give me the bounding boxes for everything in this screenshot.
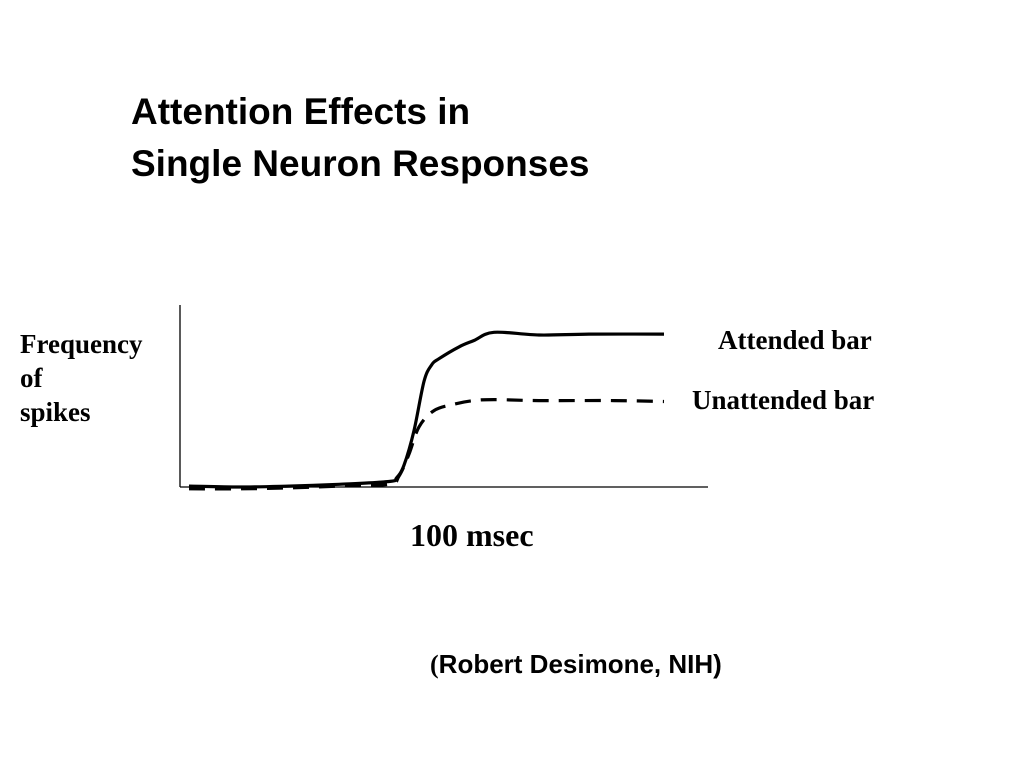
slide-title: Attention Effects in Single Neuron Respo… [131, 86, 590, 190]
slide-title-line-1: Attention Effects in [131, 91, 471, 132]
source-credit: (Robert Desimone, NIH) [430, 646, 722, 683]
x-axis-label: 100 msec [410, 517, 534, 553]
y-axis-label: Frequency of spikes [20, 327, 143, 429]
y-axis-label-line-1: Frequency [20, 329, 143, 359]
series-label-attended: Attended bar [718, 325, 872, 355]
slide-title-line-2: Single Neuron Responses [131, 143, 590, 184]
source-credit-name: Robert Desimone, NIH) [438, 649, 722, 679]
series-line-attended [188, 330, 665, 489]
series-label-unattended: Unattended bar [692, 385, 875, 415]
source-credit-open-paren: ( [430, 650, 439, 679]
y-axis-label-line-3: spikes [20, 397, 91, 427]
series-group [188, 330, 665, 491]
y-axis-label-line-2: of [20, 363, 43, 393]
series-line-unattended [188, 398, 665, 491]
